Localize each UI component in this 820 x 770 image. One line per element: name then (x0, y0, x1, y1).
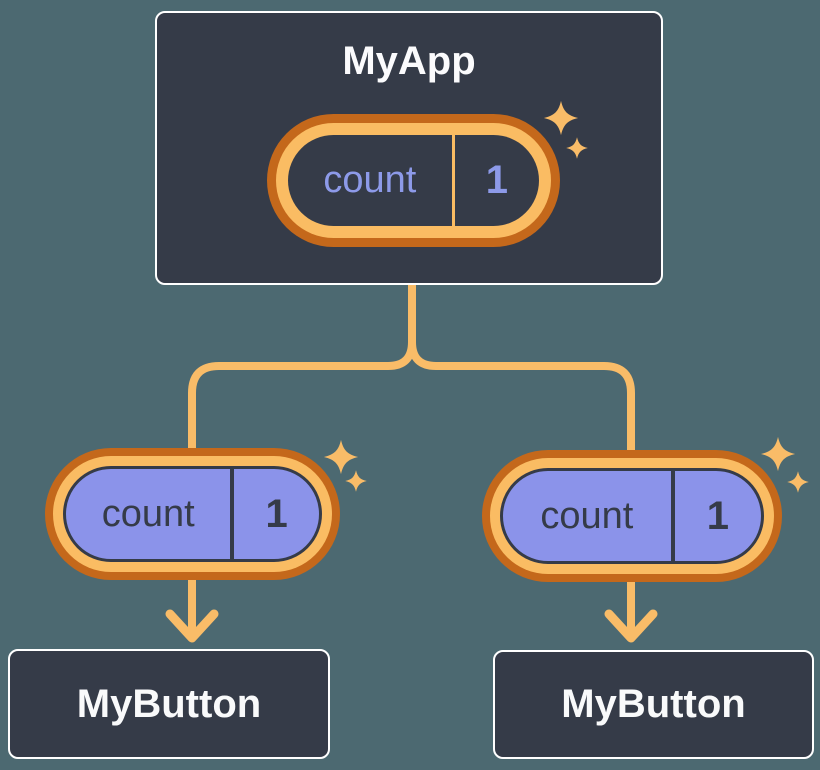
connector-right-branch (408, 282, 635, 635)
mybutton-node-right: MyButton (493, 650, 814, 759)
sparkle-icon-large (760, 436, 796, 472)
myapp-node: MyApp count 1 (155, 11, 663, 285)
pill-divider (670, 471, 675, 561)
arrowhead-left-icon (165, 609, 219, 643)
right-prop-pill: count 1 (482, 450, 782, 582)
pill-divider (451, 135, 455, 226)
arrowhead-right-icon (604, 609, 658, 643)
pill-body: count 1 (288, 135, 539, 226)
sparkle-icon-large (543, 100, 579, 136)
pill-ring: count 1 (490, 458, 774, 574)
mybutton-node-title: MyButton (561, 682, 746, 726)
prop-value-label: 1 (265, 491, 288, 536)
pill-ring: count 1 (53, 456, 332, 572)
sparkle-icon-large (323, 439, 359, 475)
prop-name-label: count (101, 492, 195, 535)
prop-value-label: 1 (706, 493, 729, 538)
pill-body: count 1 (500, 468, 764, 564)
mybutton-node-title: MyButton (76, 681, 262, 726)
state-value-label: 1 (485, 158, 508, 202)
root-state-pill: count 1 (267, 114, 560, 247)
pill-divider (230, 469, 235, 559)
myapp-node-title: MyApp (342, 39, 476, 83)
sparkle-icon-small (787, 471, 809, 493)
state-name-label: count (323, 159, 417, 201)
left-prop-pill: count 1 (45, 448, 340, 580)
sparkle-icon-small (345, 470, 367, 492)
sparkle-icon-small (566, 137, 588, 159)
mybutton-node-left: MyButton (8, 649, 330, 759)
pill-body: count 1 (63, 466, 322, 562)
pill-ring: count 1 (276, 123, 551, 238)
prop-name-label: count (540, 494, 634, 537)
